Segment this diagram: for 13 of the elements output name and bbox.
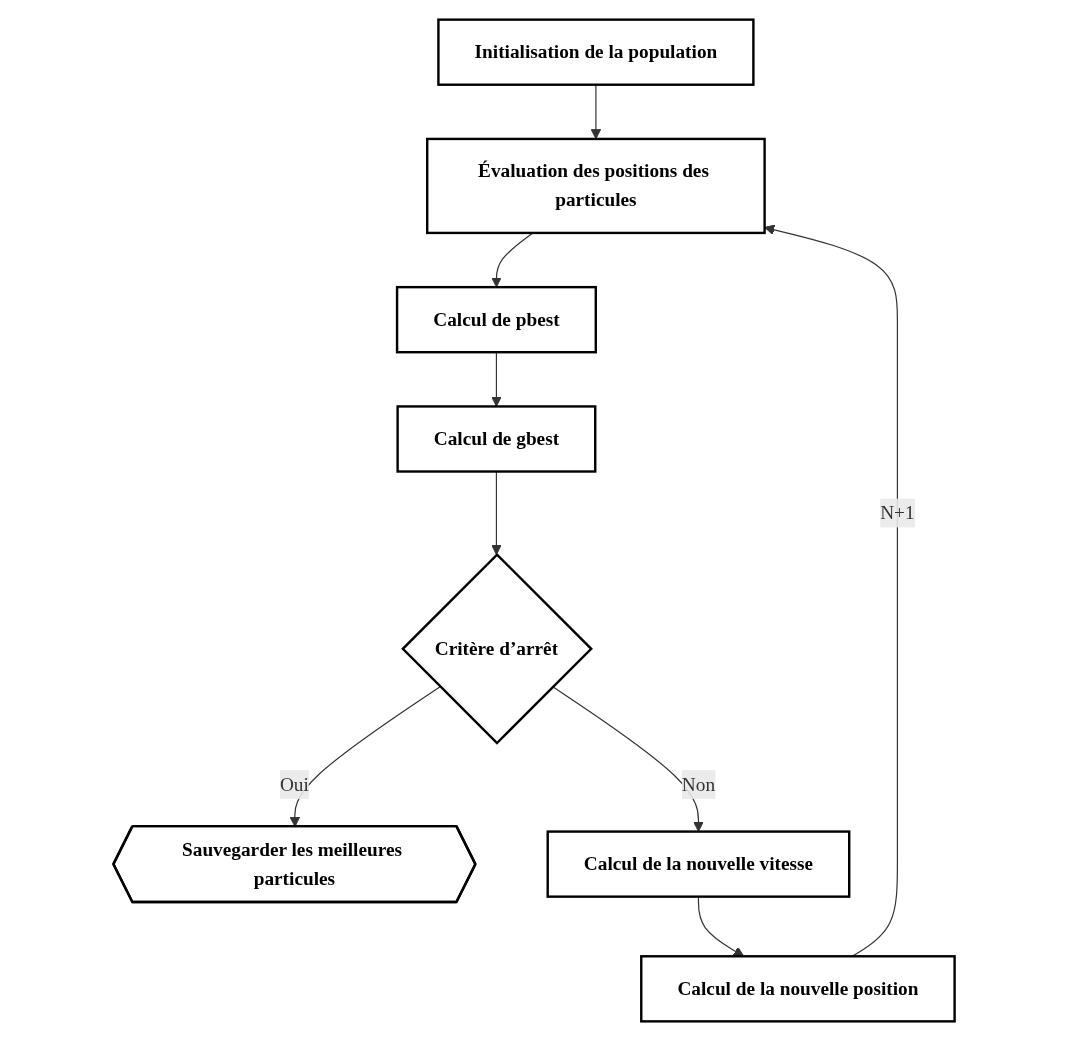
edge-label: Oui bbox=[279, 773, 309, 795]
node-box: Calcul de la nouvelle vitesse bbox=[546, 830, 851, 898]
node-diamond: Critère d’arrêt bbox=[401, 552, 593, 745]
arrow bbox=[491, 232, 534, 288]
node-box: Calcul de la nouvelle position bbox=[640, 955, 956, 1023]
node-box: Évaluation des positions des particules bbox=[426, 137, 766, 235]
edge-label: Non bbox=[681, 773, 716, 795]
node-box: Calcul de gbest bbox=[396, 405, 597, 473]
node-box: Initialisation de la population bbox=[437, 18, 755, 86]
arrow bbox=[764, 224, 898, 957]
edge-label: N+1 bbox=[880, 502, 915, 523]
arrow bbox=[697, 896, 745, 957]
node-box: Calcul de pbest bbox=[395, 285, 597, 354]
